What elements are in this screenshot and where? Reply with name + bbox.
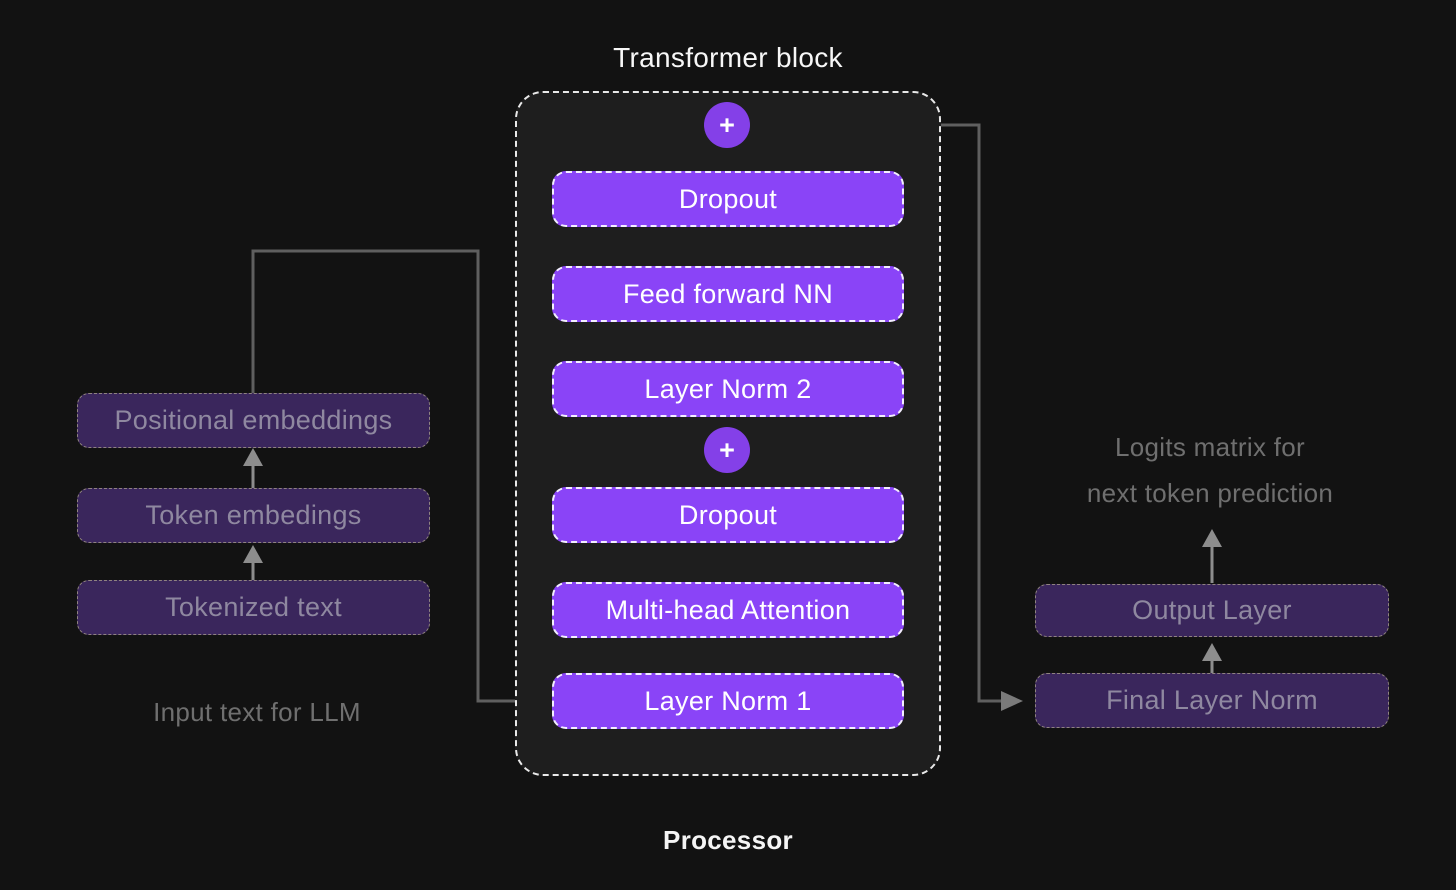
layer-box-dropout-top: Dropout xyxy=(552,171,904,227)
layer-label: Dropout xyxy=(678,499,778,530)
residual-add-top-node: + xyxy=(704,102,750,148)
input-caption: Input text for LLM xyxy=(153,697,361,727)
layer-box-multi-head-attention: Multi-head Attention xyxy=(552,582,904,638)
output-box-label: Output Layer xyxy=(1132,595,1292,625)
input-box-tokenized-text: Tokenized text xyxy=(77,580,430,635)
output-box-label: Final Layer Norm xyxy=(1106,685,1318,715)
input-box-positional-embeddings: Positional embeddings xyxy=(77,393,430,448)
input-box-label: Token embedings xyxy=(145,500,362,530)
diagram-title: Transformer block xyxy=(613,42,843,73)
plus-to-finalnorm-arrowhead xyxy=(1001,691,1023,711)
layer-box-layer-norm-2: Layer Norm 2 xyxy=(552,361,904,417)
layer-box-feed-forward: Feed forward NN xyxy=(552,266,904,322)
output-box-final-layer-norm: Final Layer Norm xyxy=(1035,673,1389,728)
output-caption-line-2: next token prediction xyxy=(1086,478,1334,508)
input-box-label: Positional embeddings xyxy=(114,405,393,435)
output-caption-line-1: Logits matrix for xyxy=(1114,432,1306,462)
input-box-label: Tokenized text xyxy=(165,592,342,622)
layer-label: Feed forward NN xyxy=(622,278,834,309)
layer-box-dropout-bottom: Dropout xyxy=(552,487,904,543)
layer-label: Multi-head Attention xyxy=(605,594,851,625)
layer-box-layer-norm-1: Layer Norm 1 xyxy=(552,673,904,729)
plus-icon: + xyxy=(719,434,735,465)
output-caption: Logits matrix for next token prediction xyxy=(1020,424,1400,516)
input-box-token-embeddings: Token embedings xyxy=(77,488,430,543)
layer-label: Dropout xyxy=(678,183,778,214)
layer-label: Layer Norm 2 xyxy=(644,373,812,404)
output-box-output-layer: Output Layer xyxy=(1035,584,1389,637)
layer-label: Layer Norm 1 xyxy=(644,685,812,716)
residual-add-mid-node: + xyxy=(704,427,750,473)
plus-icon: + xyxy=(719,109,735,140)
processor-label: Processor xyxy=(663,825,793,855)
